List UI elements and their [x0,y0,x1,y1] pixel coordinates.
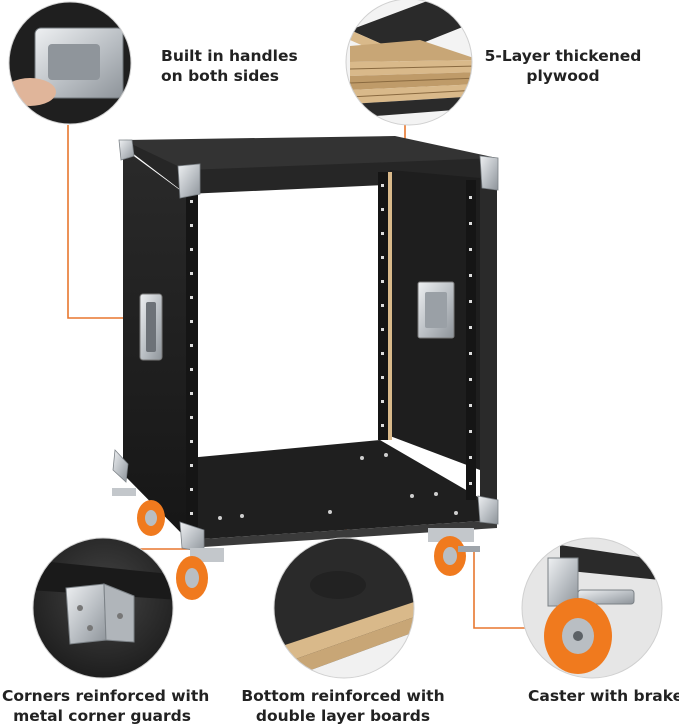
rack-case [112,136,499,553]
feature-label-handles-line2: on both sides [161,67,280,85]
feature-label-corners: Corners reinforced with metal corner gua… [2,686,210,726]
feature-label-plywood-line1: 5-Layer thickened [484,47,642,65]
feature-label-bottom: Bottom reinforced with double layer boar… [235,686,451,726]
bottom-board-detail-circle [274,538,414,678]
case-wheels [112,488,480,600]
feature-label-caster: Caster with brake [528,686,679,706]
feature-label-caster-line1: Caster with brake [528,687,679,705]
feature-label-plywood-line2: plywood [526,67,600,85]
handle-detail-circle [9,2,131,124]
feature-label-bottom-line1: Bottom reinforced with [241,687,445,705]
feature-label-plywood: 5-Layer thickened plywood [474,46,652,86]
feature-label-corners-line1: Corners reinforced with [2,687,210,705]
corner-guard-detail-circle [33,538,173,678]
feature-label-handles-line1: Built in handles [161,47,298,65]
feature-label-handles: Built in handles on both sides [161,46,298,86]
plywood-detail-circle [346,0,472,125]
feature-label-corners-line2: metal corner guards [13,707,191,725]
feature-label-bottom-line2: double layer boards [255,707,431,725]
caster-detail-circle [522,538,662,678]
